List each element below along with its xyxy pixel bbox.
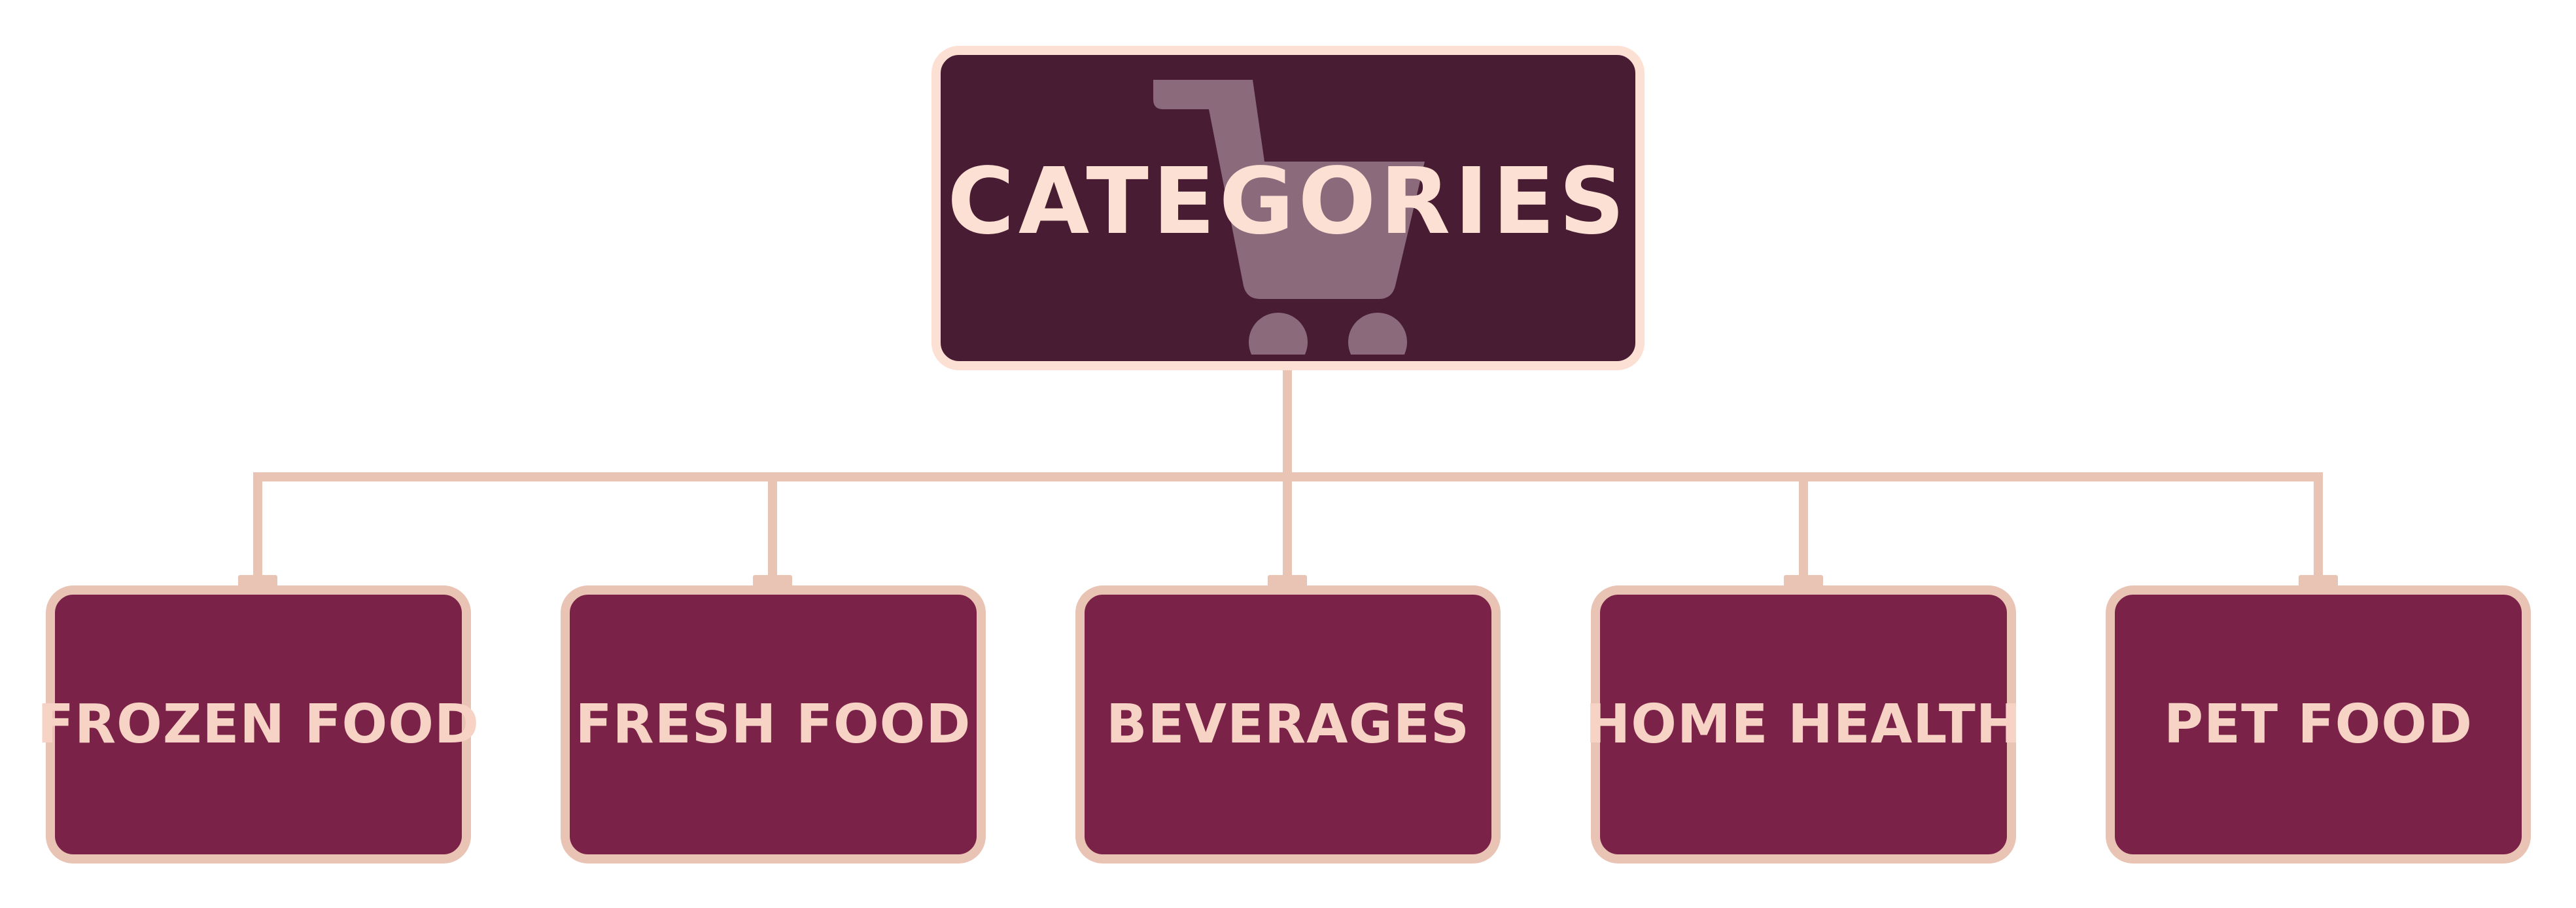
root-node-categories: CATEGORIES (931, 46, 1645, 370)
connector-tab-home-health (1784, 575, 1823, 588)
connector-tab-fresh-food (753, 575, 792, 588)
category-label: HOME HEALTH (1585, 693, 2022, 756)
branch-line-frozen-food (253, 472, 262, 584)
branch-line-beverages (1283, 472, 1292, 584)
branch-line-home-health (1799, 472, 1808, 584)
category-label: FROZEN FOOD (37, 693, 480, 756)
category-node-home-health: HOME HEALTH (1586, 585, 2021, 864)
category-label: PET FOOD (2163, 693, 2473, 756)
category-label: BEVERAGES (1106, 693, 1470, 756)
category-node-pet-food: PET FOOD (2106, 585, 2531, 864)
category-node-frozen-food: FROZEN FOOD (37, 585, 479, 864)
category-node-beverages: BEVERAGES (1075, 585, 1501, 864)
connector-tab-pet-food (2299, 575, 2338, 588)
connector-tab-frozen-food (238, 575, 277, 588)
root-connector-line (1283, 370, 1292, 481)
branch-line-pet-food (2314, 472, 2323, 584)
category-node-fresh-food: FRESH FOOD (561, 585, 986, 864)
branch-line-fresh-food (768, 472, 777, 584)
category-label: FRESH FOOD (575, 693, 971, 756)
root-label: CATEGORIES (947, 148, 1629, 255)
connector-tab-beverages (1268, 575, 1307, 588)
shopping-cart-icon (1153, 80, 1425, 355)
